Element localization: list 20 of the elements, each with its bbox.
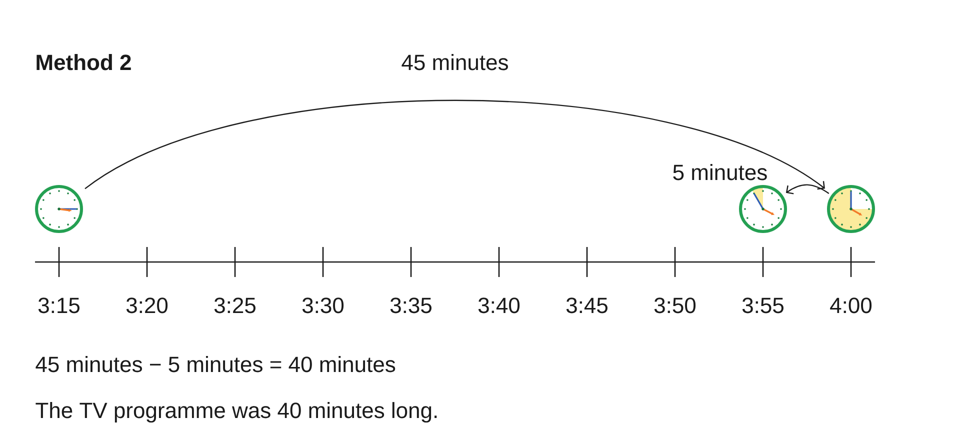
tick-label: 3:40 [478,298,520,314]
tick-label: 3:55 [742,298,784,314]
tick-label: 4:00 [830,298,872,314]
tick-label: 3:50 [654,298,696,314]
text-line: 45 minutes − 5 minutes = 40 minutes [36,356,396,372]
title: Method 2 [36,54,131,70]
tick-label: 3:35 [390,298,432,314]
text-line: The TV programme was 40 minutes long. [36,402,437,423]
tick-label: 3:45 [566,298,608,314]
edge-label: 45 minutes [400,53,510,72]
arrow [84,100,825,190]
tick-label: 3:30 [302,298,344,314]
clock [739,185,787,233]
edge-label: 5 minutes [671,163,769,182]
arrow [786,184,830,194]
tick-label: 3:15 [38,298,80,314]
clock [35,185,84,233]
clock [827,185,875,233]
tick-label: 3:25 [214,298,256,314]
tick-label: 3:20 [126,298,168,314]
